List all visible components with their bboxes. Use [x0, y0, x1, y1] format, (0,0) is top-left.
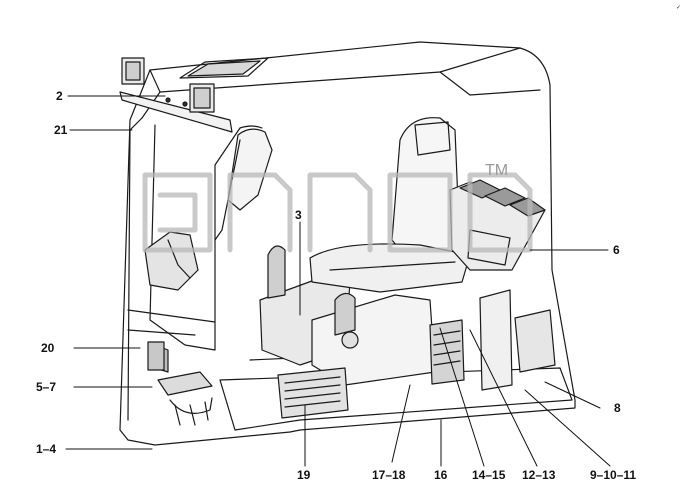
work-lamp-bracket: [119, 57, 233, 133]
callout-9-10-11: 9–10–11: [590, 468, 637, 482]
leader-lines: [65, 95, 611, 467]
left-console: [144, 231, 213, 426]
corner-mark: ✓: [676, 5, 682, 11]
roof-hatch: [179, 57, 269, 79]
callout-5-7: 5–7: [36, 380, 57, 394]
callout-21: 21: [54, 123, 68, 137]
callout-2: 2: [56, 89, 63, 103]
callout-14-15: 14–15: [472, 468, 506, 482]
door-pillar: [214, 128, 273, 241]
rear-right-cabinet: [429, 289, 556, 391]
callout-3: 3: [295, 208, 302, 222]
heater-box: [277, 367, 349, 419]
callout-8: 8: [614, 401, 621, 415]
left-vent: [147, 341, 165, 371]
callout-1-4: 1–4: [36, 442, 57, 456]
watermark-trademark: TM: [485, 162, 509, 179]
callout-17-18: 17–18: [372, 468, 406, 482]
operator-seat: [309, 117, 471, 293]
callout-6: 6: [613, 243, 620, 257]
watermark-logo: [142, 172, 533, 253]
callout-20: 20: [41, 341, 55, 355]
callout-19: 19: [297, 468, 311, 482]
callout-16: 16: [434, 468, 448, 482]
callout-12-13: 12–13: [522, 468, 556, 482]
